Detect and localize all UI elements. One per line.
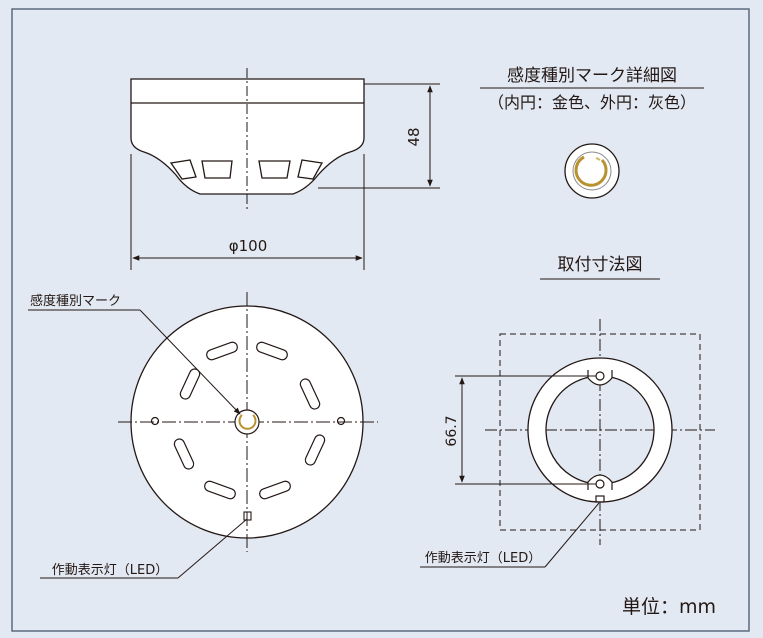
frame-border [11, 8, 750, 632]
mounting-led-leader [544, 502, 600, 568]
height-dimension [318, 83, 440, 189]
top-view-screw-left [150, 416, 160, 426]
mounting-title: 取付寸法図 [558, 255, 643, 275]
mounting-notch-bottom [587, 474, 613, 490]
diameter-dimension [130, 154, 365, 270]
vent-slot [169, 159, 197, 180]
unit-label: 単位：mm [622, 596, 716, 618]
mark-label: 感度種別マーク [30, 293, 121, 309]
vent-slot [258, 160, 291, 179]
top-led-label: 作動表示灯（LED） [52, 563, 168, 578]
mounting-led-window [595, 495, 605, 503]
height-dim-label: 48 [405, 127, 423, 146]
top-view-mark-inner [238, 414, 257, 430]
vent-slot [201, 160, 233, 179]
mounting-drawing [420, 319, 715, 568]
sensitivity-mark-detail [564, 143, 620, 199]
vent-slot [297, 159, 324, 180]
side-view [130, 68, 365, 210]
top-view-screw-right [336, 416, 346, 426]
mark-leader [28, 309, 241, 415]
top-led-leader [40, 518, 248, 579]
top-view-vents [173, 341, 326, 500]
detail-title: 感度種別マーク詳細図 [507, 66, 677, 86]
top-view-led [243, 511, 252, 521]
mounting-notch-top [587, 370, 613, 386]
mounting-dim-label: 66.7 [444, 415, 460, 446]
mounting-led-label: 作動表示灯（LED） [425, 551, 541, 566]
diameter-dim-label: φ100 [229, 237, 268, 255]
detail-subtitle: （内円：金色、外円：灰色） [488, 93, 696, 112]
top-view [118, 292, 378, 552]
